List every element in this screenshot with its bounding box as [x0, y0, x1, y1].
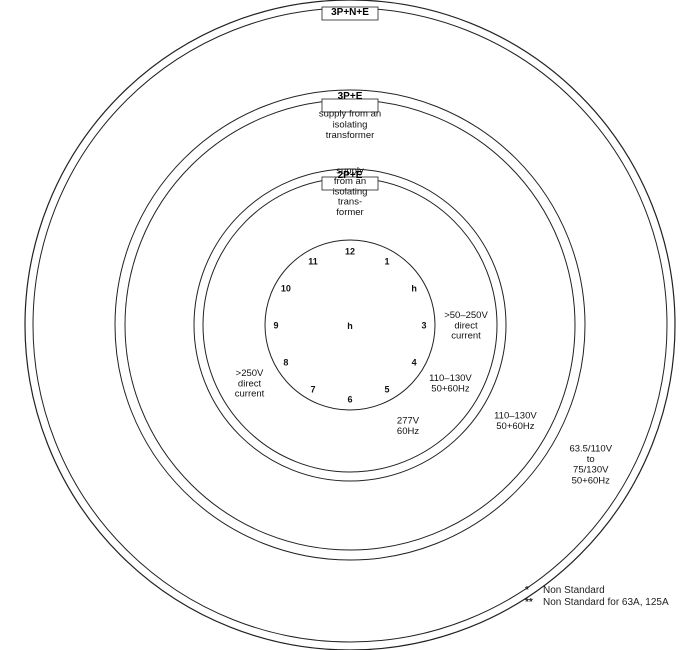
- position-number-1: 1: [384, 256, 389, 266]
- ring-title-2p-e: 2P+E: [338, 170, 363, 181]
- outer-rim: [24, 0, 676, 650]
- legend-star1-text: Non Standard: [543, 585, 605, 596]
- position-number-6: 6: [347, 395, 352, 405]
- position-number-5: 5: [384, 385, 389, 395]
- position-number-7: 7: [310, 385, 315, 395]
- legend-star2-mark: **: [525, 597, 533, 608]
- center-label: h: [347, 321, 353, 331]
- inner-ring-inner-edge: [264, 239, 436, 411]
- legend-star2-text: Non Standard for 63A, 125A: [543, 597, 669, 608]
- inner-title-box: [321, 176, 379, 191]
- legend: * Non Standard ** Non Standard for 63A, 12…: [525, 585, 669, 609]
- outer-ring-inner-edge: [114, 89, 586, 561]
- outer-title-box: [321, 6, 379, 21]
- ring-title-3p-n-e: 3P+N+E: [331, 7, 369, 18]
- middle-title-box: [321, 98, 379, 113]
- position-number-2: h: [411, 284, 417, 294]
- position-number-10: 10: [281, 284, 291, 294]
- legend-non-standard-63a-125a: ** Non Standard for 63A, 125A: [525, 597, 669, 609]
- legend-non-standard: * Non Standard: [525, 585, 669, 597]
- position-number-12: 12: [345, 247, 355, 257]
- legend-star1-mark: *: [525, 585, 529, 596]
- position-number-9: 9: [273, 321, 278, 331]
- position-number-11: 11: [308, 256, 318, 266]
- ring-title-3p-e: 3P+E: [338, 91, 363, 102]
- position-number-4: 4: [412, 358, 417, 368]
- middle-ring-inner-edge: [193, 168, 507, 482]
- position-number-3: 3: [421, 321, 426, 331]
- position-number-8: 8: [283, 358, 288, 368]
